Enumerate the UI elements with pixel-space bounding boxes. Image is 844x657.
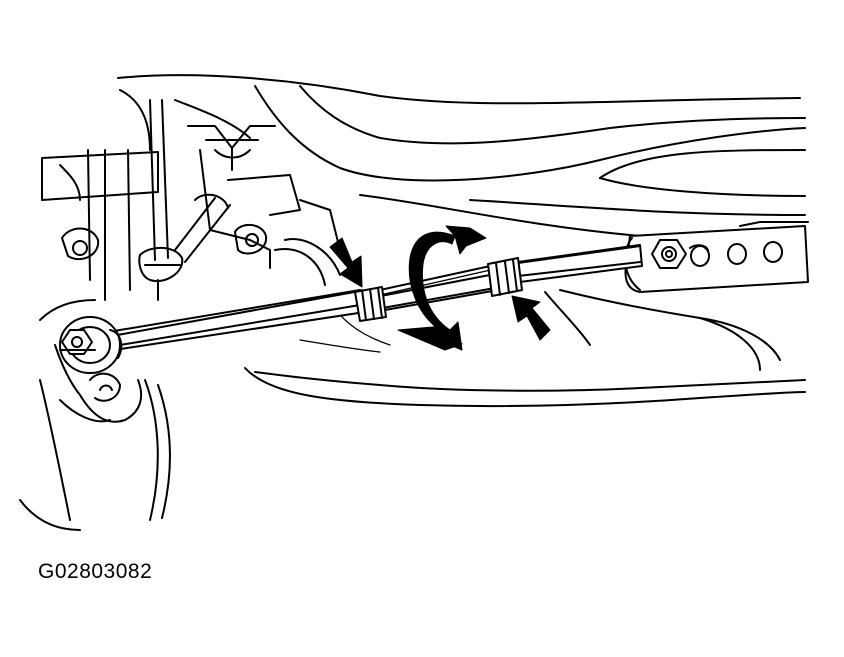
bracket-bolt-icon — [651, 239, 687, 269]
left-lock-nut — [354, 286, 387, 322]
right-lock-nut — [487, 257, 523, 297]
left-bushing-eye — [59, 316, 123, 374]
arrow-left-nut-icon — [329, 237, 363, 288]
lateral-control-rod — [59, 244, 643, 374]
arrow-right-nut-icon — [511, 295, 551, 341]
vehicle-underbody — [19, 74, 806, 531]
rotation-arrow-icon — [397, 225, 487, 351]
indicator-arrows — [329, 225, 551, 351]
mounting-bracket — [624, 221, 809, 293]
figure-code: G02803082 — [38, 560, 153, 583]
